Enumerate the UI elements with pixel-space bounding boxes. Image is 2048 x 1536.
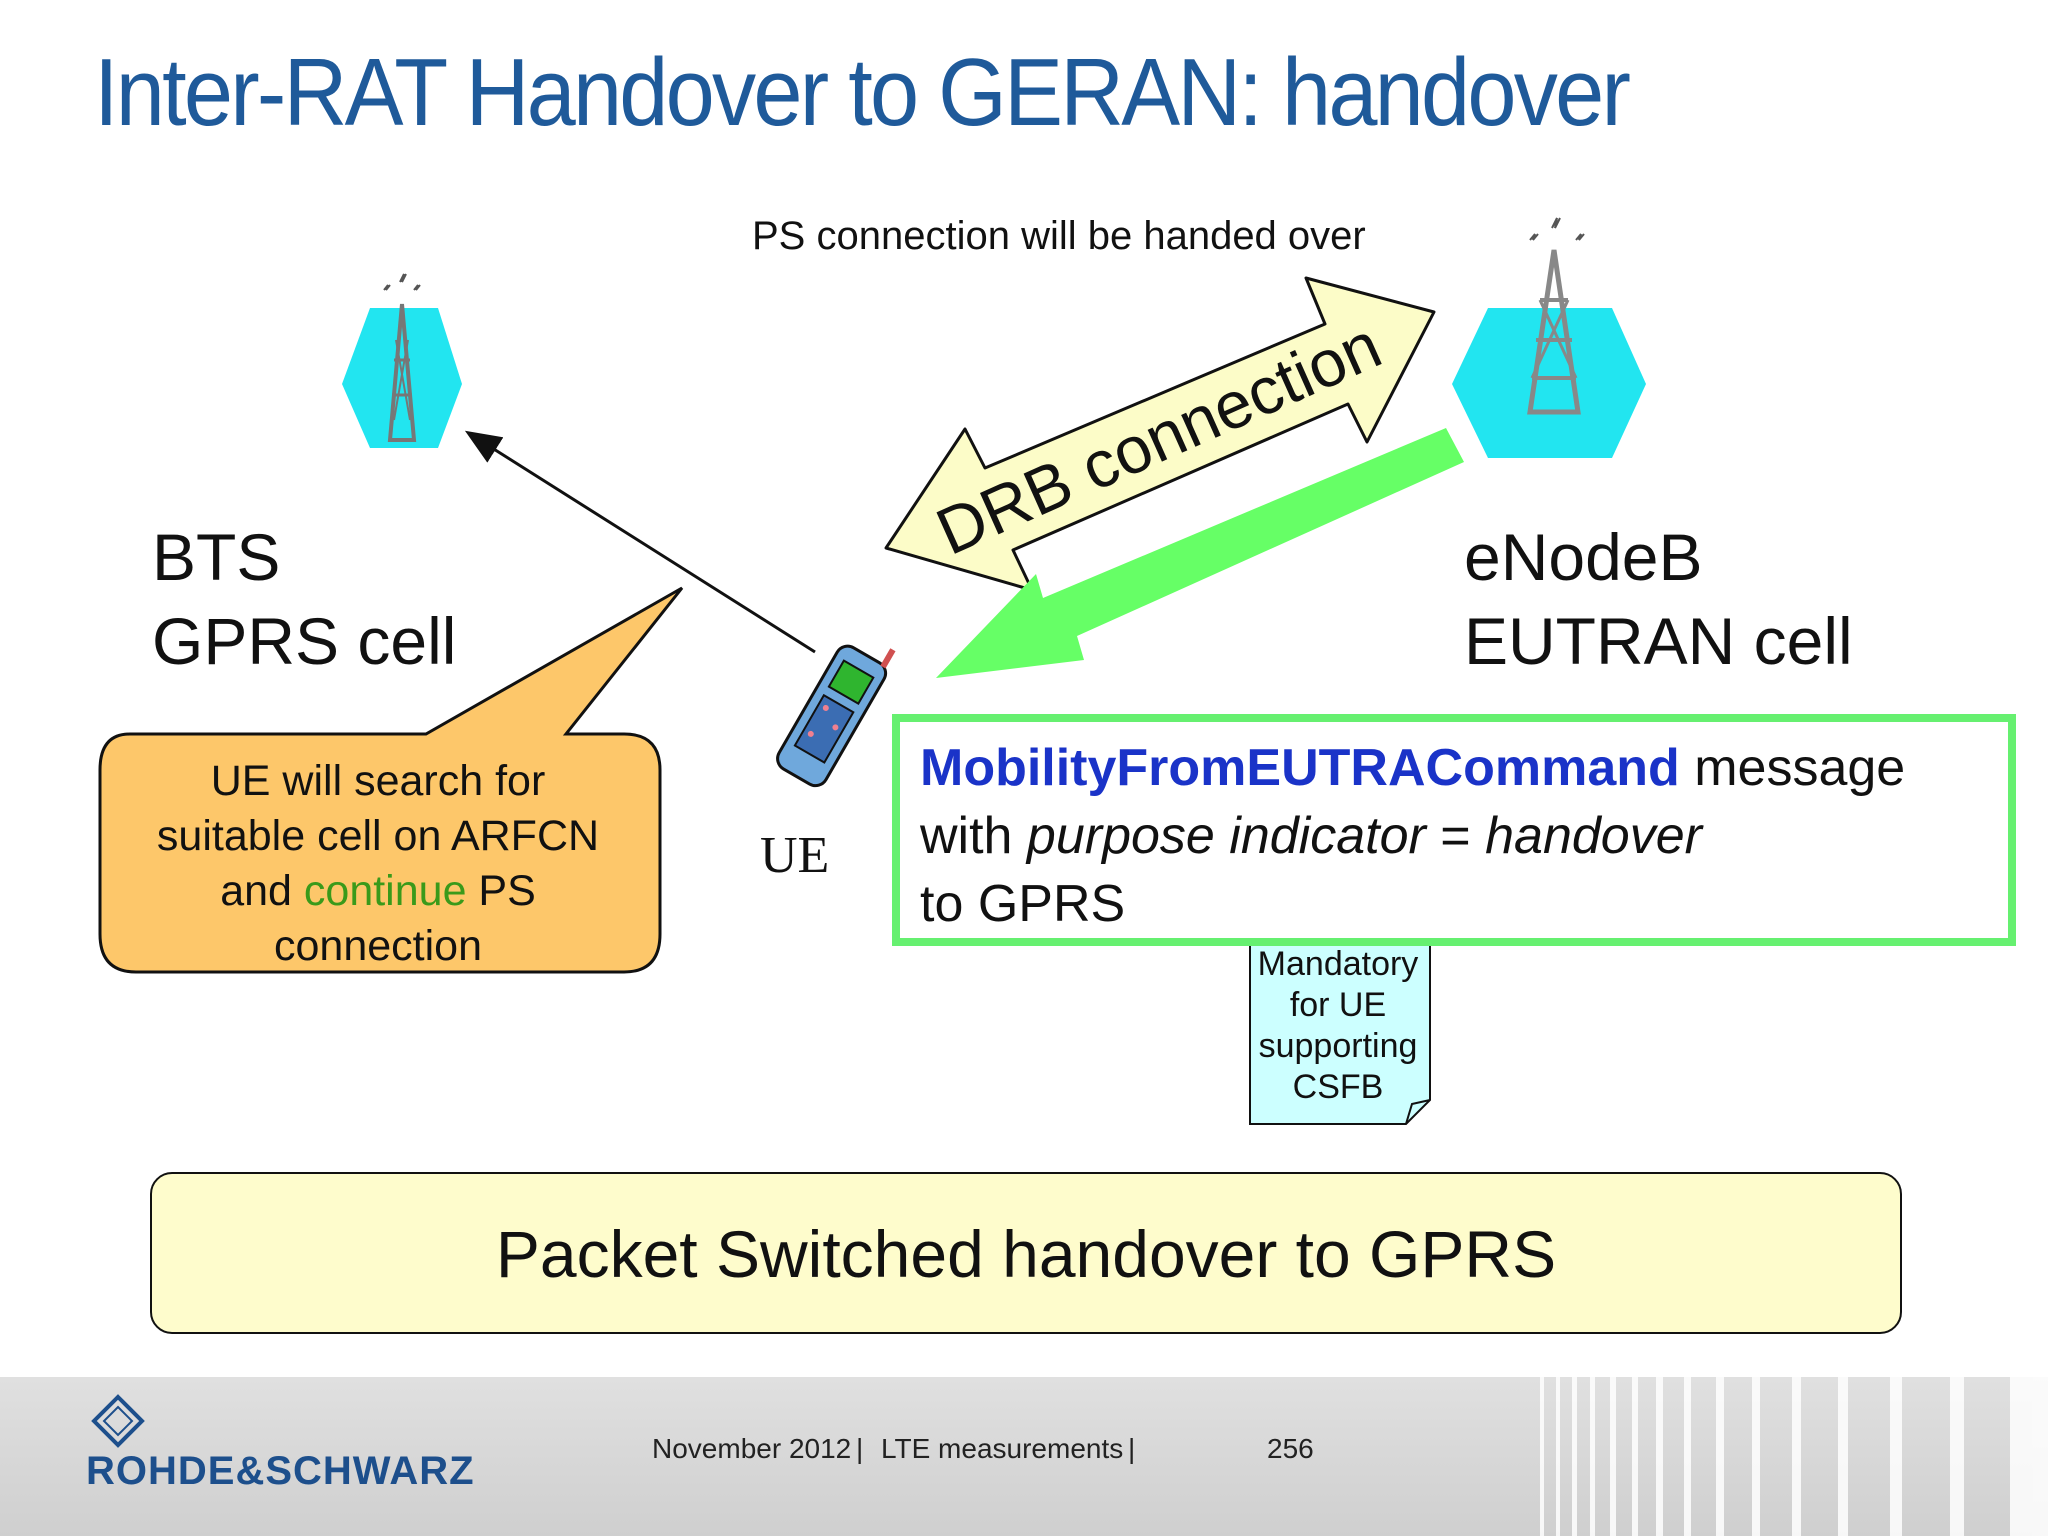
message-line-3: to GPRS xyxy=(920,875,1126,933)
footer-topic: LTE measurements xyxy=(881,1433,1124,1464)
footer-separator-1: | xyxy=(856,1433,864,1464)
bts-cell-icon xyxy=(342,273,462,448)
message-purpose-indicator: purpose indicator xyxy=(1026,807,1426,865)
callout-text: UE will search for suitable cell on ARFC… xyxy=(108,754,648,974)
footer-separator-2: | xyxy=(1128,1433,1136,1464)
enodeb-cell-type: EUTRAN cell xyxy=(1464,604,1853,678)
footer-date: November 2012 xyxy=(652,1433,852,1464)
callout-line-3: and continue PS xyxy=(108,864,648,919)
enodeb-label: eNodeB EUTRAN cell xyxy=(1464,515,1853,683)
callout-line-1: UE will search for xyxy=(210,757,546,805)
note-line-2: for UE xyxy=(1289,986,1387,1024)
ue-phone-icon xyxy=(776,644,896,788)
bts-label: BTS GPRS cell xyxy=(152,515,456,683)
bts-cell-type: GPRS cell xyxy=(152,604,457,678)
callout-line-2: suitable cell on ARFCN xyxy=(156,812,600,860)
footer-stripes xyxy=(91,1377,2048,1536)
message-line-1: MobilityFromEUTRACommand message xyxy=(920,734,1905,802)
note-line-1: Mandatory xyxy=(1257,945,1419,983)
slide-title: Inter-RAT Handover to GERAN: handover xyxy=(94,39,1631,146)
handover-command-arrow xyxy=(936,428,1464,678)
message-box: MobilityFromEUTRACommand message with pu… xyxy=(892,714,2016,946)
page-number: 256 xyxy=(1267,1433,1314,1464)
message-line-2: with purpose indicator = handover xyxy=(920,802,1905,870)
rohde-schwarz-logo-icon xyxy=(91,1394,145,1448)
bts-name: BTS xyxy=(152,520,281,594)
ue-label: UE xyxy=(760,827,830,884)
note-line-4: CSFB xyxy=(1292,1068,1384,1106)
message-line-2-pre: with xyxy=(920,807,1027,865)
company-name: ROHDE&SCHWARZ xyxy=(86,1449,475,1493)
message-equals: = xyxy=(1425,807,1486,865)
message-text: MobilityFromEUTRACommand message with pu… xyxy=(920,734,1905,938)
note-line-3: supporting xyxy=(1258,1027,1418,1065)
message-handover-value: handover xyxy=(1485,807,1702,865)
callout-line-3-post: PS xyxy=(466,867,536,915)
bottom-banner: Packet Switched handover to GPRS xyxy=(150,1172,1902,1334)
drb-connection-label: DRB connection xyxy=(926,307,1392,569)
callout-balloon xyxy=(98,586,684,974)
drb-connection-arrow xyxy=(884,276,1436,592)
enodeb-cell-icon xyxy=(1452,217,1646,458)
callout-continue-word: continue xyxy=(303,867,467,915)
callout-line-4: connection xyxy=(274,922,482,970)
enodeb-name: eNodeB xyxy=(1464,520,1703,594)
bottom-banner-text: Packet Switched handover to GPRS xyxy=(495,1217,1557,1291)
note-text: Mandatory for UE supporting CSFB xyxy=(1250,944,1426,1108)
ue-to-bts-arrow xyxy=(464,430,816,654)
ps-connection-label: PS connection will be handed over xyxy=(752,214,1366,258)
callout-line-3-pre: and xyxy=(220,867,304,915)
message-line-1-suffix: message xyxy=(1679,739,1906,797)
footer: ROHDE&SCHWARZ November 2012 | LTE measur… xyxy=(0,1377,2048,1536)
message-command-name: MobilityFromEUTRACommand xyxy=(920,739,1680,797)
